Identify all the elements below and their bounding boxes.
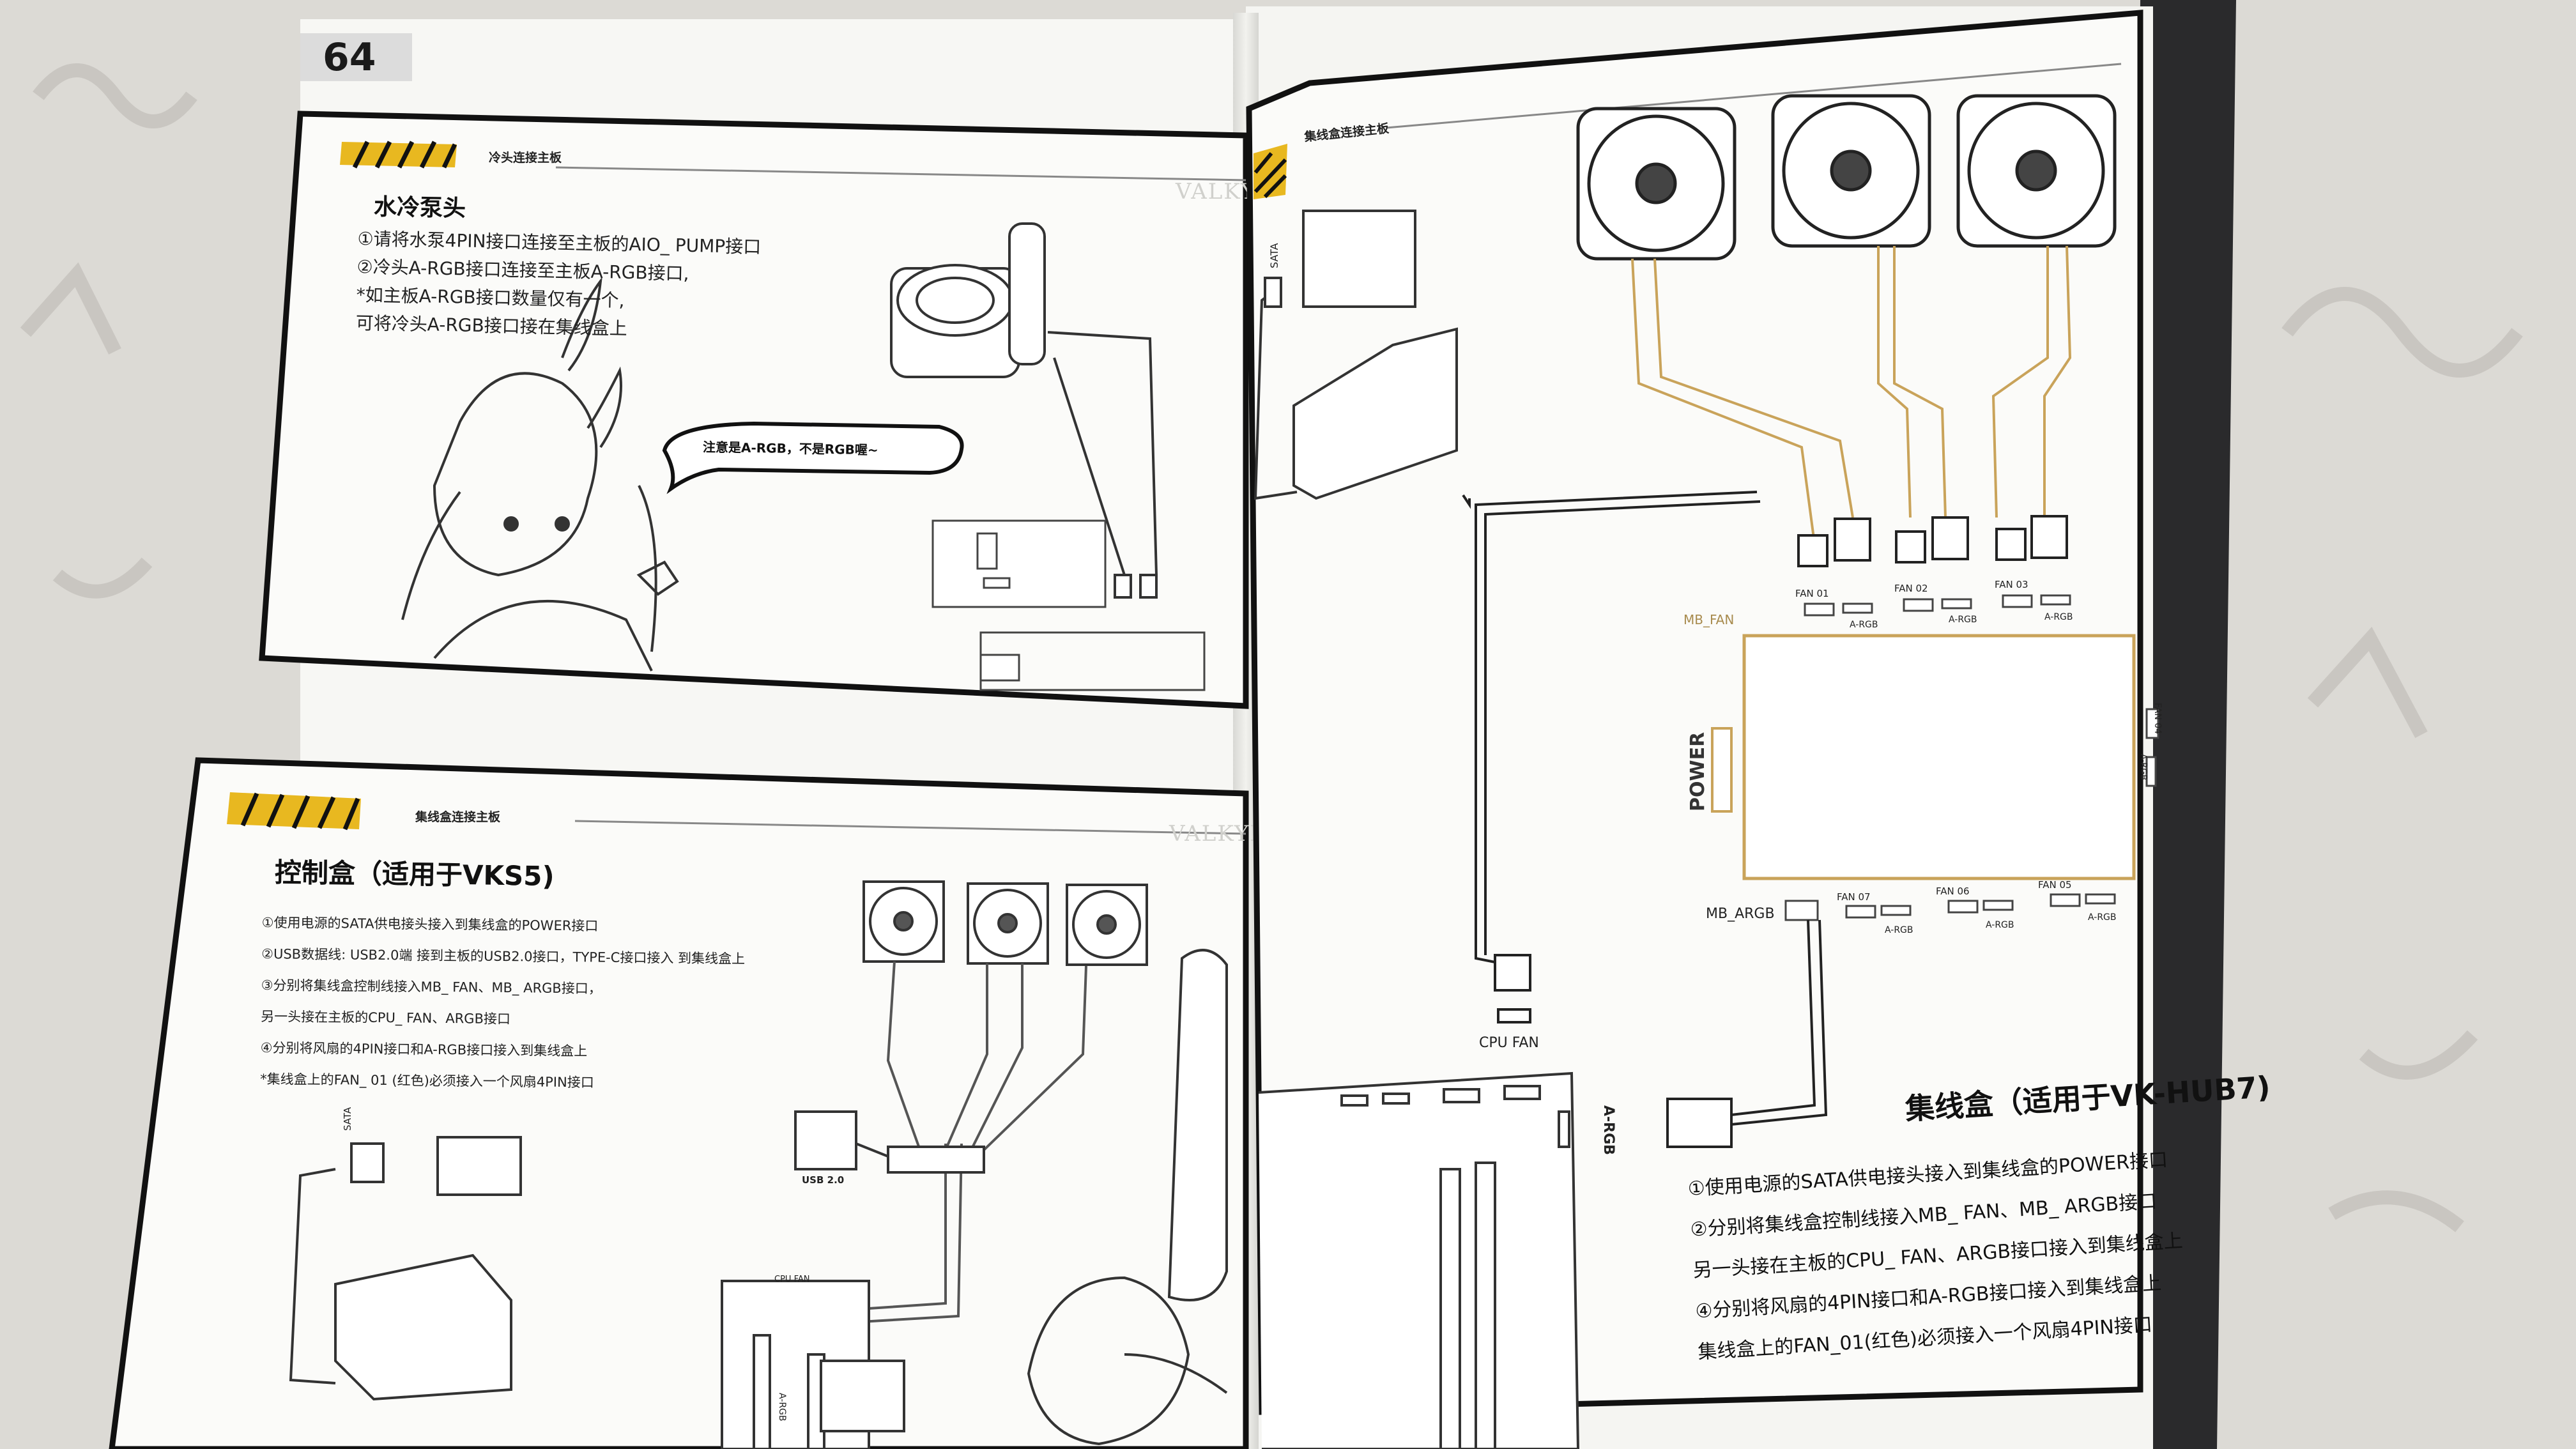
- right-mobo-argb-label: A-RGB: [1600, 1105, 1616, 1155]
- hub7-fan03-label: FAN 03: [1995, 579, 2028, 590]
- section-tag-stripes-2: [227, 792, 361, 831]
- left-bottom-section-tag: 集线盒连接主板: [415, 810, 501, 824]
- bottom-character: [1027, 1276, 1228, 1446]
- hub7-fan-plugs: [1797, 515, 2068, 567]
- hub7-connectors-bottom: [1784, 893, 2116, 921]
- vks5-usb-label: USB 2.0: [802, 1174, 845, 1186]
- hub7-steps: ①使用电源的SATA供电接头接入到集线盒的POWER接口 ②分别将集线盒控制线接…: [1687, 1139, 2189, 1373]
- hub7-psu: [1254, 210, 1458, 500]
- vks5-psu: [289, 1136, 522, 1401]
- hub7-fan06-label: FAN 06: [1936, 885, 1970, 897]
- vks5-fans: [862, 880, 1148, 966]
- vks5-cables: [849, 961, 1087, 1324]
- hub7-argb-7: A-RGB: [2088, 912, 2117, 923]
- vks5-hub: [887, 1146, 985, 1174]
- hub7-fan04-label: FAN 04: [2152, 703, 2163, 735]
- hub7-cpu-cable: [1462, 491, 1828, 1148]
- hub7-fan07-label: FAN 07: [1837, 891, 1871, 903]
- section-tag-stripes: [340, 141, 457, 169]
- hub7-mbfan-label: MB_FAN: [1683, 612, 1735, 627]
- speech-bubble: [662, 421, 964, 494]
- vks5-cpufan-label: CPU FAN: [774, 1275, 810, 1284]
- hub7-fan01-label: FAN 01: [1795, 588, 1829, 599]
- hub7-fans: [1576, 94, 2117, 261]
- left-top-section-tag: 冷头连接主板: [489, 151, 562, 165]
- cable-banner: [1167, 949, 1228, 1301]
- hub7-argb-2: A-RGB: [1949, 615, 1977, 625]
- hub7-argb-5: A-RGB: [1885, 925, 1913, 935]
- hub7-argb-6: A-RGB: [1986, 920, 2014, 930]
- usb-box: [794, 1110, 889, 1170]
- hub7-argb-3: A-RGB: [2044, 612, 2073, 622]
- hub7-box: [1742, 634, 2136, 880]
- hub7-motherboard: [1258, 1071, 1580, 1449]
- hub7-argb-1: A-RGB: [1850, 620, 1878, 630]
- section-tag-stripes-3: [1254, 144, 1287, 199]
- hub7-connectors-top: [1804, 594, 2159, 787]
- pump-illustration: [890, 222, 1158, 599]
- character-illustration: [401, 276, 679, 671]
- hub7-argb-4: A-RGB: [2138, 754, 2148, 781]
- hub7-fan-cables: [1631, 245, 2072, 544]
- right-sata-label: SATA: [1268, 243, 1280, 268]
- vks5-motherboard: [721, 1280, 905, 1449]
- hub7-fan02-label: FAN 02: [1894, 583, 1928, 594]
- motherboard-snippet: [931, 519, 1206, 691]
- hub7-mbargb-label: MB_ARGB: [1706, 906, 1775, 922]
- hub7-power-port: [1711, 727, 1733, 813]
- hub7-fan05-label: FAN 05: [2038, 879, 2072, 891]
- hub7-power-label: POWER: [1687, 732, 1709, 811]
- right-cpufan-label: CPU FAN: [1479, 1035, 1539, 1051]
- page-number: 64: [323, 35, 376, 80]
- page-number-tab: [300, 33, 412, 81]
